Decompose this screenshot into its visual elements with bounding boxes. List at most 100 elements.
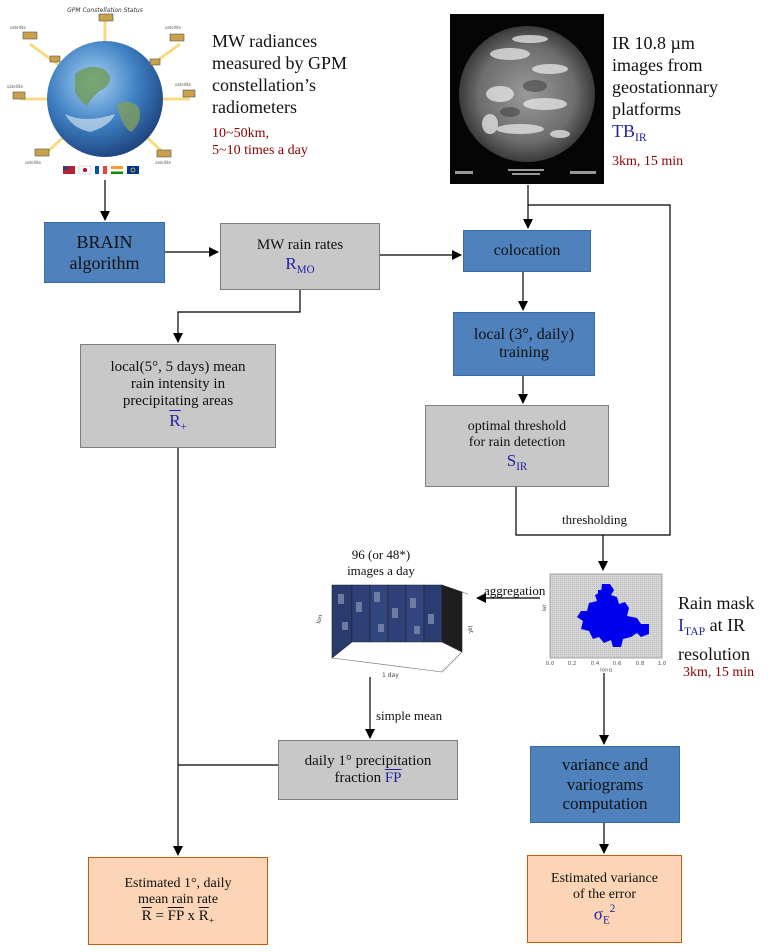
simple-mean-label: simple mean (376, 708, 443, 723)
daily-line2: fraction FP (334, 770, 401, 787)
est-eq-r2: R (198, 907, 209, 924)
local-line3: precipitating areas (122, 393, 234, 410)
gpm-resolution: 10~50km, 5~10 times a day (212, 125, 308, 159)
est-eq-r: R (141, 907, 152, 924)
rain-mask-resolution: 3km, 15 min (683, 665, 755, 680)
brain-line1: BRAIN (76, 231, 133, 252)
colocation-label: colocation (493, 241, 561, 259)
mwrr-symbol-text: R (285, 253, 297, 273)
gpm-title-text: GPM Constellation Status (67, 7, 143, 14)
rain-mask-description: Rain mask ITAP at IR resolution (678, 592, 755, 665)
rain-mask-tick-5: 1.0 (658, 661, 667, 667)
daily-line1: daily 1° precipitation (304, 752, 432, 769)
var-line2: variograms (566, 774, 644, 794)
aggregation-label: aggregation (484, 583, 546, 598)
mw-rain-rates-box: MW rain rates RMO (220, 223, 380, 290)
ir-description: IR 10.8 µm images from geostationnary pl… (612, 32, 718, 149)
ir-symbol-text: TB (612, 121, 636, 141)
est-eq-times: x (183, 907, 199, 924)
local-symbol-text: R (169, 410, 181, 430)
mwrr-symbol: RMO (285, 254, 314, 277)
mwrr-symbol-sub: MO (296, 263, 315, 276)
est-line1: Estimated 1°, daily (124, 875, 232, 891)
rain-mask-tick-4: 0.8 (636, 661, 645, 667)
images-line2: images a day (347, 563, 415, 578)
daily-symbol: FP (384, 770, 402, 786)
colocation-box: colocation (463, 230, 591, 272)
var-line1: variance and (561, 755, 649, 775)
cube-y-label: lon (315, 614, 324, 625)
rain-mask-xlabel: long (600, 668, 612, 673)
rainmask-line2-suffix: at IR (705, 615, 746, 635)
rainmask-line3: resolution (678, 644, 750, 665)
ir-symbol-sub: IR (635, 131, 647, 145)
err-symbol: σE2 (594, 903, 615, 927)
estimated-error-variance-box: Estimated variance of the error σE2 (527, 855, 682, 943)
ir-line3: geostationnary (612, 77, 718, 97)
rainmask-line1: Rain mask (678, 593, 755, 613)
rainmask-symbol-sub: TAP (684, 625, 706, 639)
gpm-desc-line3: constellation’s (212, 75, 316, 95)
cube-x-label: 1 day (382, 672, 399, 679)
rain-mask-ylabel: lat (542, 604, 548, 612)
cube-z-label: lat (466, 625, 474, 634)
svg-text:satellite: satellite (175, 82, 191, 87)
err-symbol-text: σ (593, 904, 603, 924)
variance-computation-box: variance and variograms computation (530, 746, 680, 823)
mwrr-line1: MW rain rates (256, 236, 344, 253)
daily-precip-fraction-box: daily 1° precipitation fraction FP (278, 740, 458, 800)
images-line1: 96 (or 48*) (351, 547, 411, 562)
brain-line2: algorithm (69, 252, 140, 273)
err-line1: Estimated variance (551, 870, 658, 886)
thresh-symbol: SIR (507, 451, 528, 474)
local-training-box: local (3°, daily) training (453, 312, 595, 376)
svg-text:satellite: satellite (155, 160, 171, 165)
training-line1: local (3°, daily) (473, 325, 575, 343)
daily-line2-text: fraction (334, 770, 382, 786)
local-line2: rain intensity in (130, 376, 226, 393)
local-symbol: R+ (169, 411, 187, 434)
rain-mask-plot: 0.0 0.2 0.4 0.6 0.8 1.0 long lat (540, 572, 670, 674)
svg-text:satellite: satellite (10, 25, 26, 30)
svg-text:satellite: satellite (165, 25, 181, 30)
ir-satellite-image (450, 14, 604, 184)
optimal-threshold-box: optimal threshold for rain detection SIR (425, 405, 609, 487)
thresh-symbol-sub: IR (516, 460, 528, 473)
rain-mask-tick-3: 0.6 (613, 661, 622, 667)
ir-line4: platforms (612, 99, 681, 119)
svg-text:satellite: satellite (25, 160, 41, 165)
thresholding-label: thresholding (562, 512, 627, 527)
err-line2: of the error (573, 886, 636, 902)
ir-line2: images from (612, 55, 703, 75)
arrow-ir-to-rainmask (528, 204, 671, 571)
rainmask-symbol: I (678, 615, 684, 635)
thresh-line1: optimal threshold (467, 418, 567, 434)
thresh-symbol-text: S (506, 450, 517, 470)
gpm-description: MW radiances measured by GPM constellati… (212, 30, 347, 118)
err-symbol-sup: 2 (609, 902, 616, 915)
gpm-res-line2: 5~10 times a day (212, 143, 308, 158)
brain-algorithm-box: BRAIN algorithm (44, 222, 165, 283)
rain-mask-tick-1: 0.2 (568, 661, 577, 667)
rain-mask-tick-2: 0.4 (591, 661, 600, 667)
gpm-constellation-image: satellite satellite satellite satellite sa… (5, 4, 205, 178)
gpm-desc-line4: radiometers (212, 97, 297, 117)
training-line2: training (499, 344, 549, 361)
rain-mask-tick-0: 0.0 (546, 661, 555, 667)
thresh-line2: for rain detection (468, 434, 566, 450)
var-line3: computation (562, 794, 648, 814)
svg-text:satellite: satellite (7, 84, 23, 89)
local-mean-intensity-box: local(5°, 5 days) mean rain intensity in… (80, 344, 276, 448)
ir-line1: IR 10.8 µm (612, 33, 695, 53)
rainmask-line2: ITAP at IR (678, 614, 755, 643)
local-line1: local(5°, 5 days) mean (110, 358, 246, 375)
est-eq-fp: FP (167, 907, 184, 924)
arrow-mwrr-to-localmean (173, 290, 301, 343)
images-per-day-label: 96 (or 48*) images a day (333, 547, 429, 579)
est-eq-equals: = (151, 907, 168, 924)
err-symbol-sub: E (602, 914, 610, 927)
est-eq-sub: + (208, 915, 215, 927)
estimated-rain-rate-box: Estimated 1°, daily mean rain rate R = F… (88, 857, 268, 945)
ir-symbol: TBIR (612, 120, 718, 149)
